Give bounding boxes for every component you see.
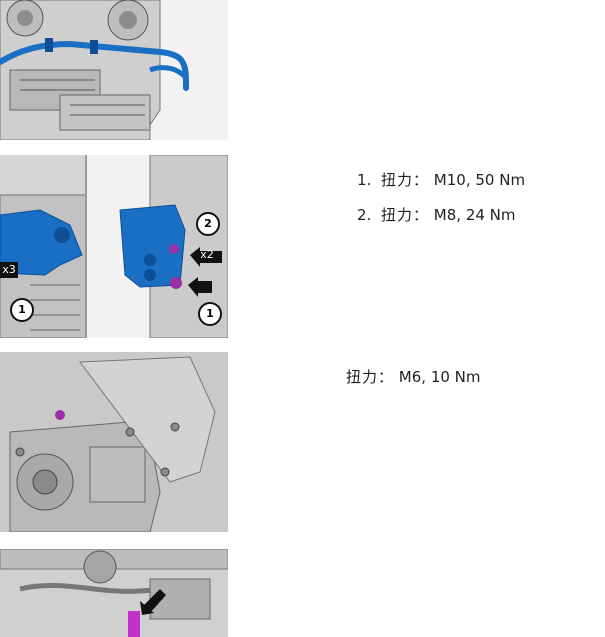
quantity-label-x2: x2 [200, 248, 214, 261]
step-number: 1. [357, 171, 372, 189]
figure-lower-engine [0, 549, 228, 637]
torque-label: 扭力： [381, 171, 430, 189]
callout-1-left: 1 [10, 298, 34, 322]
torque-step-2: 2. 扭力： M8, 24 Nm [357, 205, 525, 240]
figure-mount-bracket: x3 x2 1 2 1 [0, 155, 228, 338]
figure-engine-hose [0, 0, 228, 140]
torque-label: 扭力： [381, 206, 430, 224]
torque-spec-single: 扭力： M6, 10 Nm [346, 367, 481, 387]
torque-value: M10, 50 Nm [433, 171, 526, 189]
figure-timing-cover [0, 352, 228, 532]
quantity-label-x3: x3 [0, 262, 18, 278]
torque-step-list: 1. 扭力： M10, 50 Nm 2. 扭力： M8, 24 Nm [357, 170, 525, 240]
callout-1-right: 1 [198, 302, 222, 326]
step-number: 2. [357, 206, 372, 224]
torque-label: 扭力： [346, 368, 395, 386]
torque-step-1: 1. 扭力： M10, 50 Nm [357, 170, 525, 205]
torque-value: M8, 24 Nm [433, 206, 516, 224]
callout-2: 2 [196, 212, 220, 236]
torque-value: M6, 10 Nm [398, 368, 481, 386]
